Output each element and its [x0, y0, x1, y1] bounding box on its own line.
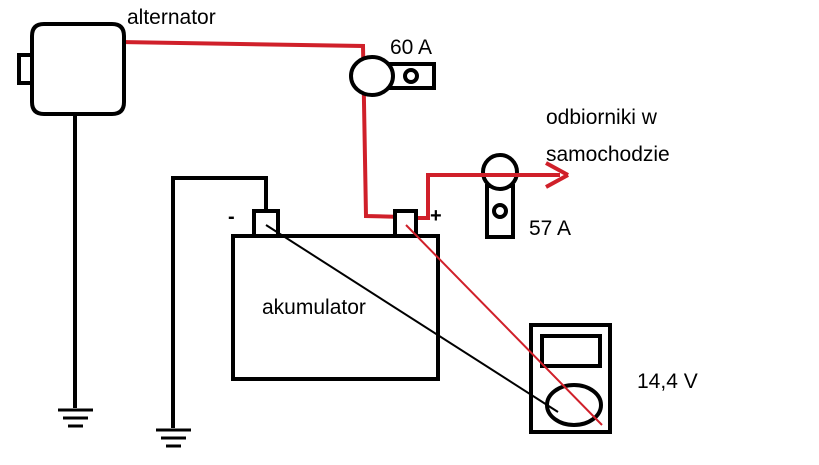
negative-terminal: [252, 209, 280, 238]
consumers-label-line2: samochodzie: [546, 143, 670, 166]
alternator-to-battery-wire: [121, 40, 405, 219]
battery-ground-wire: [171, 176, 268, 428]
black-test-lead: [265, 224, 559, 413]
consumers-label-line1: odbiorniki w: [546, 106, 658, 129]
alternator-icon: [17, 22, 126, 116]
plus-label: +: [430, 205, 442, 227]
red-test-lead: [405, 224, 603, 426]
clamp-meter-icon: [349, 55, 436, 97]
current-lower-label: 57 A: [529, 217, 571, 240]
arrow-right-icon: [545, 161, 569, 189]
battery-icon: [231, 209, 440, 381]
battery-label: akumulator: [262, 296, 366, 319]
voltage-label: 14,4 V: [637, 370, 698, 393]
current-upper-label: 60 A: [390, 36, 432, 59]
ground-icon: [156, 428, 191, 448]
minus-label: -: [228, 206, 235, 228]
clamp-meter-icon: [481, 153, 519, 239]
ground-icon: [58, 408, 93, 428]
alternator-label: alternator: [127, 6, 216, 29]
multimeter-icon: [529, 323, 612, 434]
